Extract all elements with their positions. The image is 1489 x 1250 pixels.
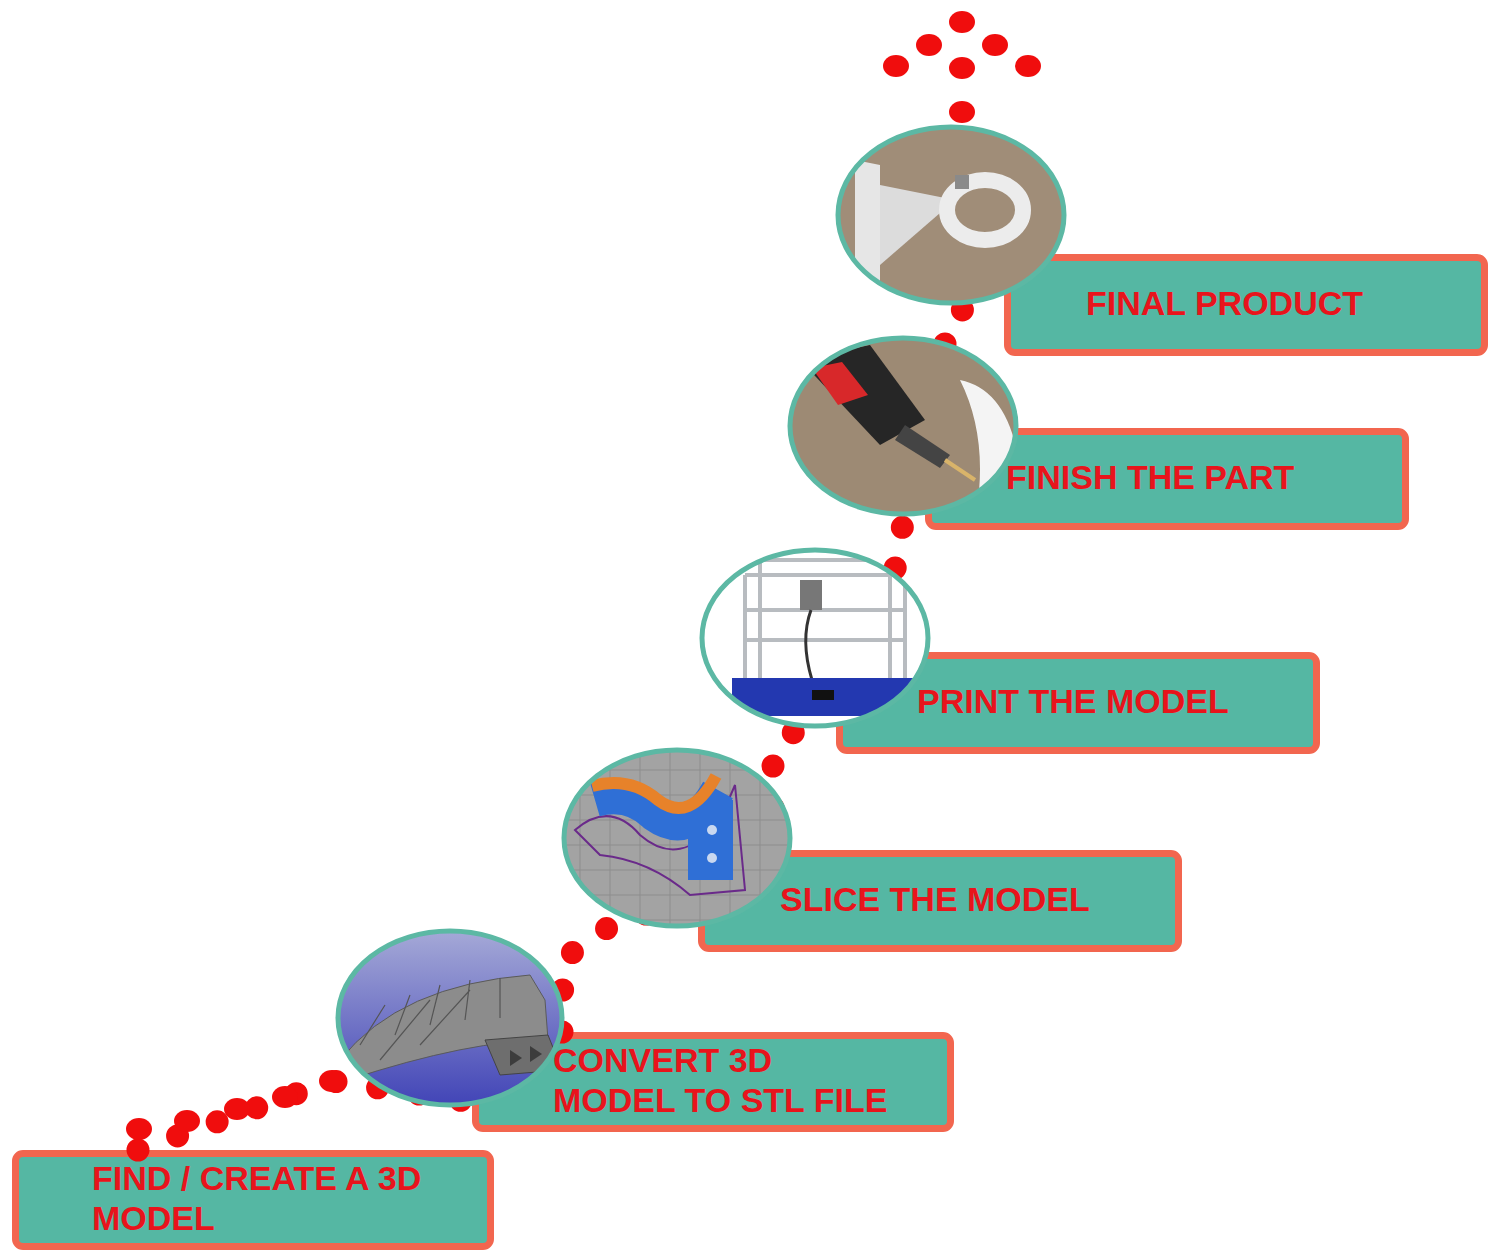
step-box: FIND / CREATE A 3D MODEL: [12, 1150, 494, 1250]
printer-base: [732, 678, 924, 716]
picture-frame: [702, 550, 928, 726]
picture-frame: [564, 750, 790, 926]
picture-background: [330, 925, 570, 1115]
part-hole: [707, 853, 717, 863]
printer-frame: [745, 560, 905, 680]
picture-background: [560, 745, 795, 935]
sliced-block: [688, 800, 733, 880]
tool-bit: [945, 460, 975, 480]
step-label: CONVERT 3D MODEL TO STL FILE: [553, 1040, 925, 1120]
dot: [224, 1098, 250, 1120]
step-box: PRINT THE MODEL: [836, 652, 1320, 754]
step-label: PRINT THE MODEL: [917, 681, 1307, 721]
step-label: FINISH THE PART: [1006, 457, 1396, 497]
mesh-holes: [510, 1046, 542, 1066]
step-label: SLICE THE MODEL: [780, 879, 1170, 919]
step-label: FINAL PRODUCT: [1086, 283, 1476, 323]
white-part: [960, 380, 1020, 520]
dot: [883, 55, 909, 77]
dot: [916, 34, 942, 56]
mesh-lines: [360, 978, 500, 1060]
printer-cable: [806, 610, 812, 680]
dot: [272, 1086, 298, 1108]
dot: [126, 1118, 152, 1140]
dot: [982, 34, 1008, 56]
dotted-connector: [138, 1081, 472, 1150]
step-box: FINISH THE PART: [925, 428, 1409, 530]
slice-picture: [560, 745, 800, 935]
arrow-dots: [883, 11, 1041, 123]
dot: [949, 57, 975, 79]
mesh-block: [485, 1035, 562, 1075]
product-arm: [880, 185, 955, 265]
dotted-connector: [562, 895, 698, 1032]
picture-background: [788, 336, 1020, 518]
picture-background: [700, 548, 932, 730]
step-box: SLICE THE MODEL: [698, 850, 1182, 952]
dot: [1015, 55, 1041, 77]
step-box: CONVERT 3D MODEL TO STL FILE: [472, 1032, 954, 1132]
part-hole: [707, 825, 717, 835]
infill-top: [592, 776, 716, 808]
grid-lines: [560, 745, 800, 935]
finishing-picture: [788, 336, 1020, 520]
picture-frame: [338, 931, 562, 1105]
mesh-picture: [330, 925, 570, 1115]
printer-head: [800, 580, 822, 610]
product-screw: [955, 175, 969, 189]
tool-body: [800, 345, 925, 445]
dot: [174, 1110, 200, 1132]
product-picture: [836, 126, 1068, 308]
picture-frame: [790, 338, 1016, 514]
product-mount: [855, 160, 880, 300]
dot: [319, 1070, 345, 1092]
tool-collet: [895, 425, 950, 468]
sliced-part: [595, 790, 718, 823]
slice-outline: [575, 785, 745, 895]
step-box: FINAL PRODUCT: [1004, 254, 1488, 356]
lead-dots: [126, 1070, 345, 1140]
mesh-part: [340, 975, 548, 1080]
dotted-connector: [773, 692, 836, 850]
step-label: FIND / CREATE A 3D MODEL: [92, 1158, 472, 1238]
dot: [949, 101, 975, 123]
dotted-connector: [895, 463, 925, 652]
product-ring: [947, 180, 1023, 240]
dot: [949, 11, 975, 33]
tool-button: [812, 362, 868, 405]
picture-frame: [838, 127, 1064, 303]
dotted-connector: [945, 274, 1004, 428]
printer-picture: [700, 548, 932, 730]
printer-screen: [812, 690, 834, 700]
picture-background: [836, 126, 1068, 308]
